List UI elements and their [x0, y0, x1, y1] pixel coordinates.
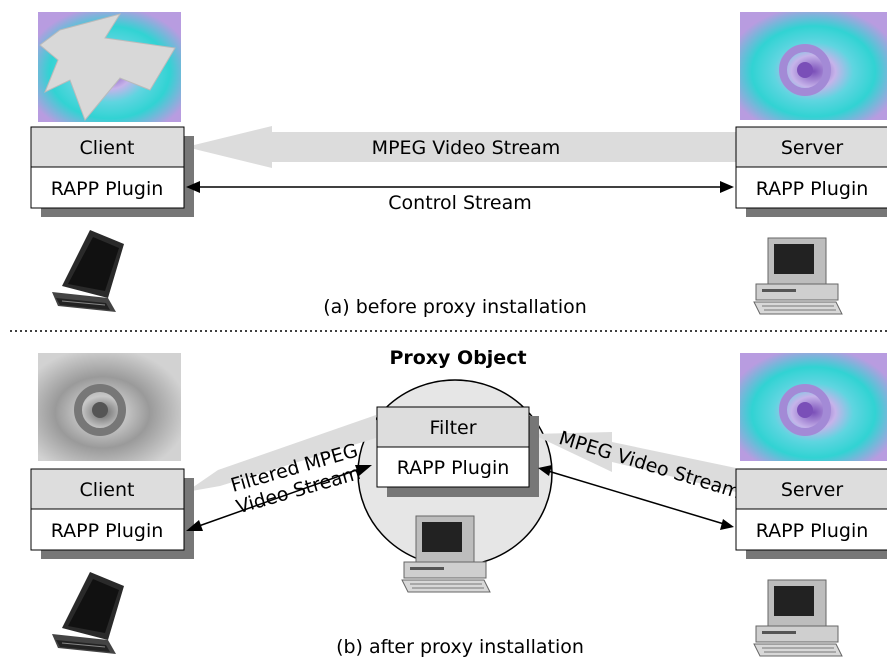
desktop-computer-icon [753, 237, 843, 315]
server-title-a: Server [781, 137, 843, 159]
video-stream-arrow-b [532, 432, 736, 492]
desktop-computer-icon [753, 579, 843, 657]
server-image-b [740, 353, 887, 461]
client-plugin-b: RAPP Plugin [51, 520, 164, 542]
client-image-b [38, 353, 181, 461]
video-stream-label-a: MPEG Video Stream [372, 137, 561, 159]
client-title-a: Client [79, 137, 134, 159]
proxy-title: Proxy Object [389, 347, 526, 369]
proxy-filter-label: Filter [429, 417, 476, 439]
client-proxy-control-arrow [186, 465, 372, 531]
client-image-a [38, 12, 181, 122]
control-stream-label-a: Control Stream [388, 192, 531, 214]
server-box-a: Server RAPP Plugin [735, 126, 887, 217]
control-stream-arrow-a [186, 181, 734, 193]
server-title-b: Server [781, 479, 843, 501]
client-box-a: Client RAPP Plugin [30, 126, 194, 217]
server-plugin-a: RAPP Plugin [756, 178, 869, 200]
caption-b: (b) after proxy installation [336, 636, 584, 657]
server-box-b: Server RAPP Plugin [735, 468, 887, 559]
client-box-b: Client RAPP Plugin [30, 468, 194, 559]
server-image-a [740, 12, 887, 120]
proxy-server-control-arrow [538, 465, 734, 530]
client-plugin-a: RAPP Plugin [51, 178, 164, 200]
client-title-b: Client [79, 479, 134, 501]
server-plugin-b: RAPP Plugin [756, 520, 869, 542]
proxy-plugin-label: RAPP Plugin [397, 457, 510, 479]
caption-a: (a) before proxy installation [323, 296, 587, 318]
proxy-filter-box: Filter RAPP Plugin [376, 406, 539, 497]
laptop-icon [51, 229, 125, 313]
laptop-icon [51, 571, 125, 655]
filtered-stream-arrow [186, 415, 376, 492]
video-stream-arrow-a [186, 126, 736, 168]
